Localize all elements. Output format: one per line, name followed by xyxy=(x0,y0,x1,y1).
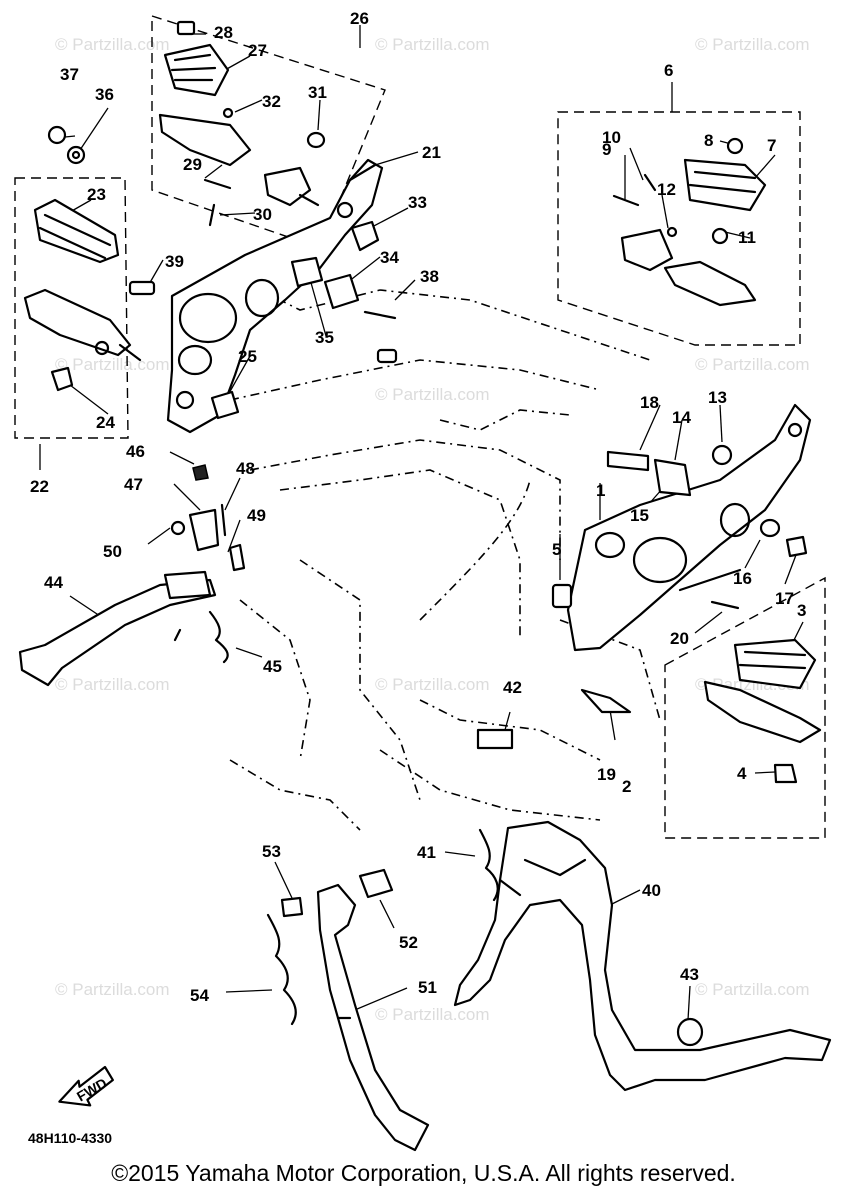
callout-29: 29 xyxy=(183,155,202,174)
callout-26: 26 xyxy=(350,9,369,28)
callout-28: 28 xyxy=(214,23,233,42)
callout-24: 24 xyxy=(96,413,115,432)
callout-52: 52 xyxy=(399,933,418,952)
callout-44: 44 xyxy=(44,573,63,592)
callout-51: 51 xyxy=(418,978,437,997)
callout-15: 15 xyxy=(630,506,649,525)
callout-25: 25 xyxy=(238,347,257,366)
callout-23: 23 xyxy=(87,185,106,204)
callout-38: 38 xyxy=(420,267,439,286)
copyright-notice: ©2015 Yamaha Motor Corporation, U.S.A. A… xyxy=(111,1160,736,1186)
callout-41: 41 xyxy=(417,843,436,862)
callout-32: 32 xyxy=(262,92,281,111)
callout-2: 2 xyxy=(622,777,631,796)
watermark: © Partzilla.com xyxy=(695,355,810,374)
callout-39: 39 xyxy=(165,252,184,271)
callout-14: 14 xyxy=(672,408,691,427)
watermark: © Partzilla.com xyxy=(55,980,170,999)
footpeg-assembly-26 xyxy=(158,20,326,227)
box-2 xyxy=(664,576,826,839)
box-26 xyxy=(151,15,386,249)
callout-5: 5 xyxy=(552,540,561,559)
callout-47: 47 xyxy=(124,475,143,494)
box-22 xyxy=(14,177,129,439)
watermark: © Partzilla.com xyxy=(55,355,170,374)
brake-pedal xyxy=(18,464,246,687)
frame-outline xyxy=(229,279,661,831)
callout-19: 19 xyxy=(597,765,616,784)
footpeg-assembly-2 xyxy=(703,638,822,784)
watermark: © Partzilla.com xyxy=(375,385,490,404)
callout-1: 1 xyxy=(596,481,605,500)
callout-31: 31 xyxy=(308,83,327,102)
watermark: © Partzilla.com xyxy=(55,675,170,694)
side-stand xyxy=(266,868,430,1152)
callout-49: 49 xyxy=(247,506,266,525)
fwd-arrow-icon: FWD xyxy=(58,1065,114,1107)
diagram-code: 48H110-4330 xyxy=(28,1130,112,1146)
watermark: © Partzilla.com xyxy=(375,1005,490,1024)
callout-36: 36 xyxy=(95,85,114,104)
callout-27: 27 xyxy=(248,41,267,60)
callout-16: 16 xyxy=(733,569,752,588)
callout-43: 43 xyxy=(680,965,699,984)
watermark: © Partzilla.com xyxy=(55,35,170,54)
callout-8: 8 xyxy=(704,131,713,150)
callout-42: 42 xyxy=(503,678,522,697)
callout-53: 53 xyxy=(262,842,281,861)
callout-7: 7 xyxy=(767,136,776,155)
callout-6: 6 xyxy=(664,61,673,80)
callout-35: 35 xyxy=(315,328,334,347)
right-fasteners xyxy=(476,444,808,750)
watermark: © Partzilla.com xyxy=(695,980,810,999)
center-stand xyxy=(453,820,832,1092)
watermark: © Partzilla.com xyxy=(695,35,810,54)
callout-48: 48 xyxy=(236,459,255,478)
watermark: © Partzilla.com xyxy=(375,675,490,694)
callout-46: 46 xyxy=(126,442,145,461)
callout-4: 4 xyxy=(737,764,747,783)
callout-10: 10 xyxy=(602,128,621,147)
callout-9: 9 xyxy=(602,140,611,159)
assembly-boxes xyxy=(14,15,826,839)
callout-3: 3 xyxy=(797,601,806,620)
footpeg-assembly-22 xyxy=(23,198,142,392)
callout-33: 33 xyxy=(408,193,427,212)
callout-37: 37 xyxy=(60,65,79,84)
footpeg-bracket-left xyxy=(166,158,384,434)
callout-40: 40 xyxy=(642,881,661,900)
callout-34: 34 xyxy=(380,248,399,267)
footpeg-bracket-right xyxy=(551,403,812,652)
callout-22: 22 xyxy=(30,477,49,496)
callout-numbers: 1 2 3 4 5 6 7 8 9 10 11 12 13 14 15 16 1… xyxy=(30,9,806,1005)
box-6 xyxy=(557,111,801,346)
callout-21: 21 xyxy=(422,143,441,162)
callout-45: 45 xyxy=(263,657,282,676)
callout-54: 54 xyxy=(190,986,209,1005)
leader-lines xyxy=(39,25,804,1021)
callout-20: 20 xyxy=(670,629,689,648)
callout-18: 18 xyxy=(640,393,659,412)
watermarks: © Partzilla.com © Partzilla.com © Partzi… xyxy=(55,35,810,1024)
callout-17: 17 xyxy=(775,589,794,608)
watermark: © Partzilla.com xyxy=(375,35,490,54)
callout-12: 12 xyxy=(657,180,676,199)
callout-50: 50 xyxy=(103,542,122,561)
callout-13: 13 xyxy=(708,388,727,407)
footpeg-assembly-6 xyxy=(612,137,767,307)
callout-11: 11 xyxy=(738,228,756,247)
upper-fasteners xyxy=(47,125,398,420)
callout-30: 30 xyxy=(253,205,272,224)
